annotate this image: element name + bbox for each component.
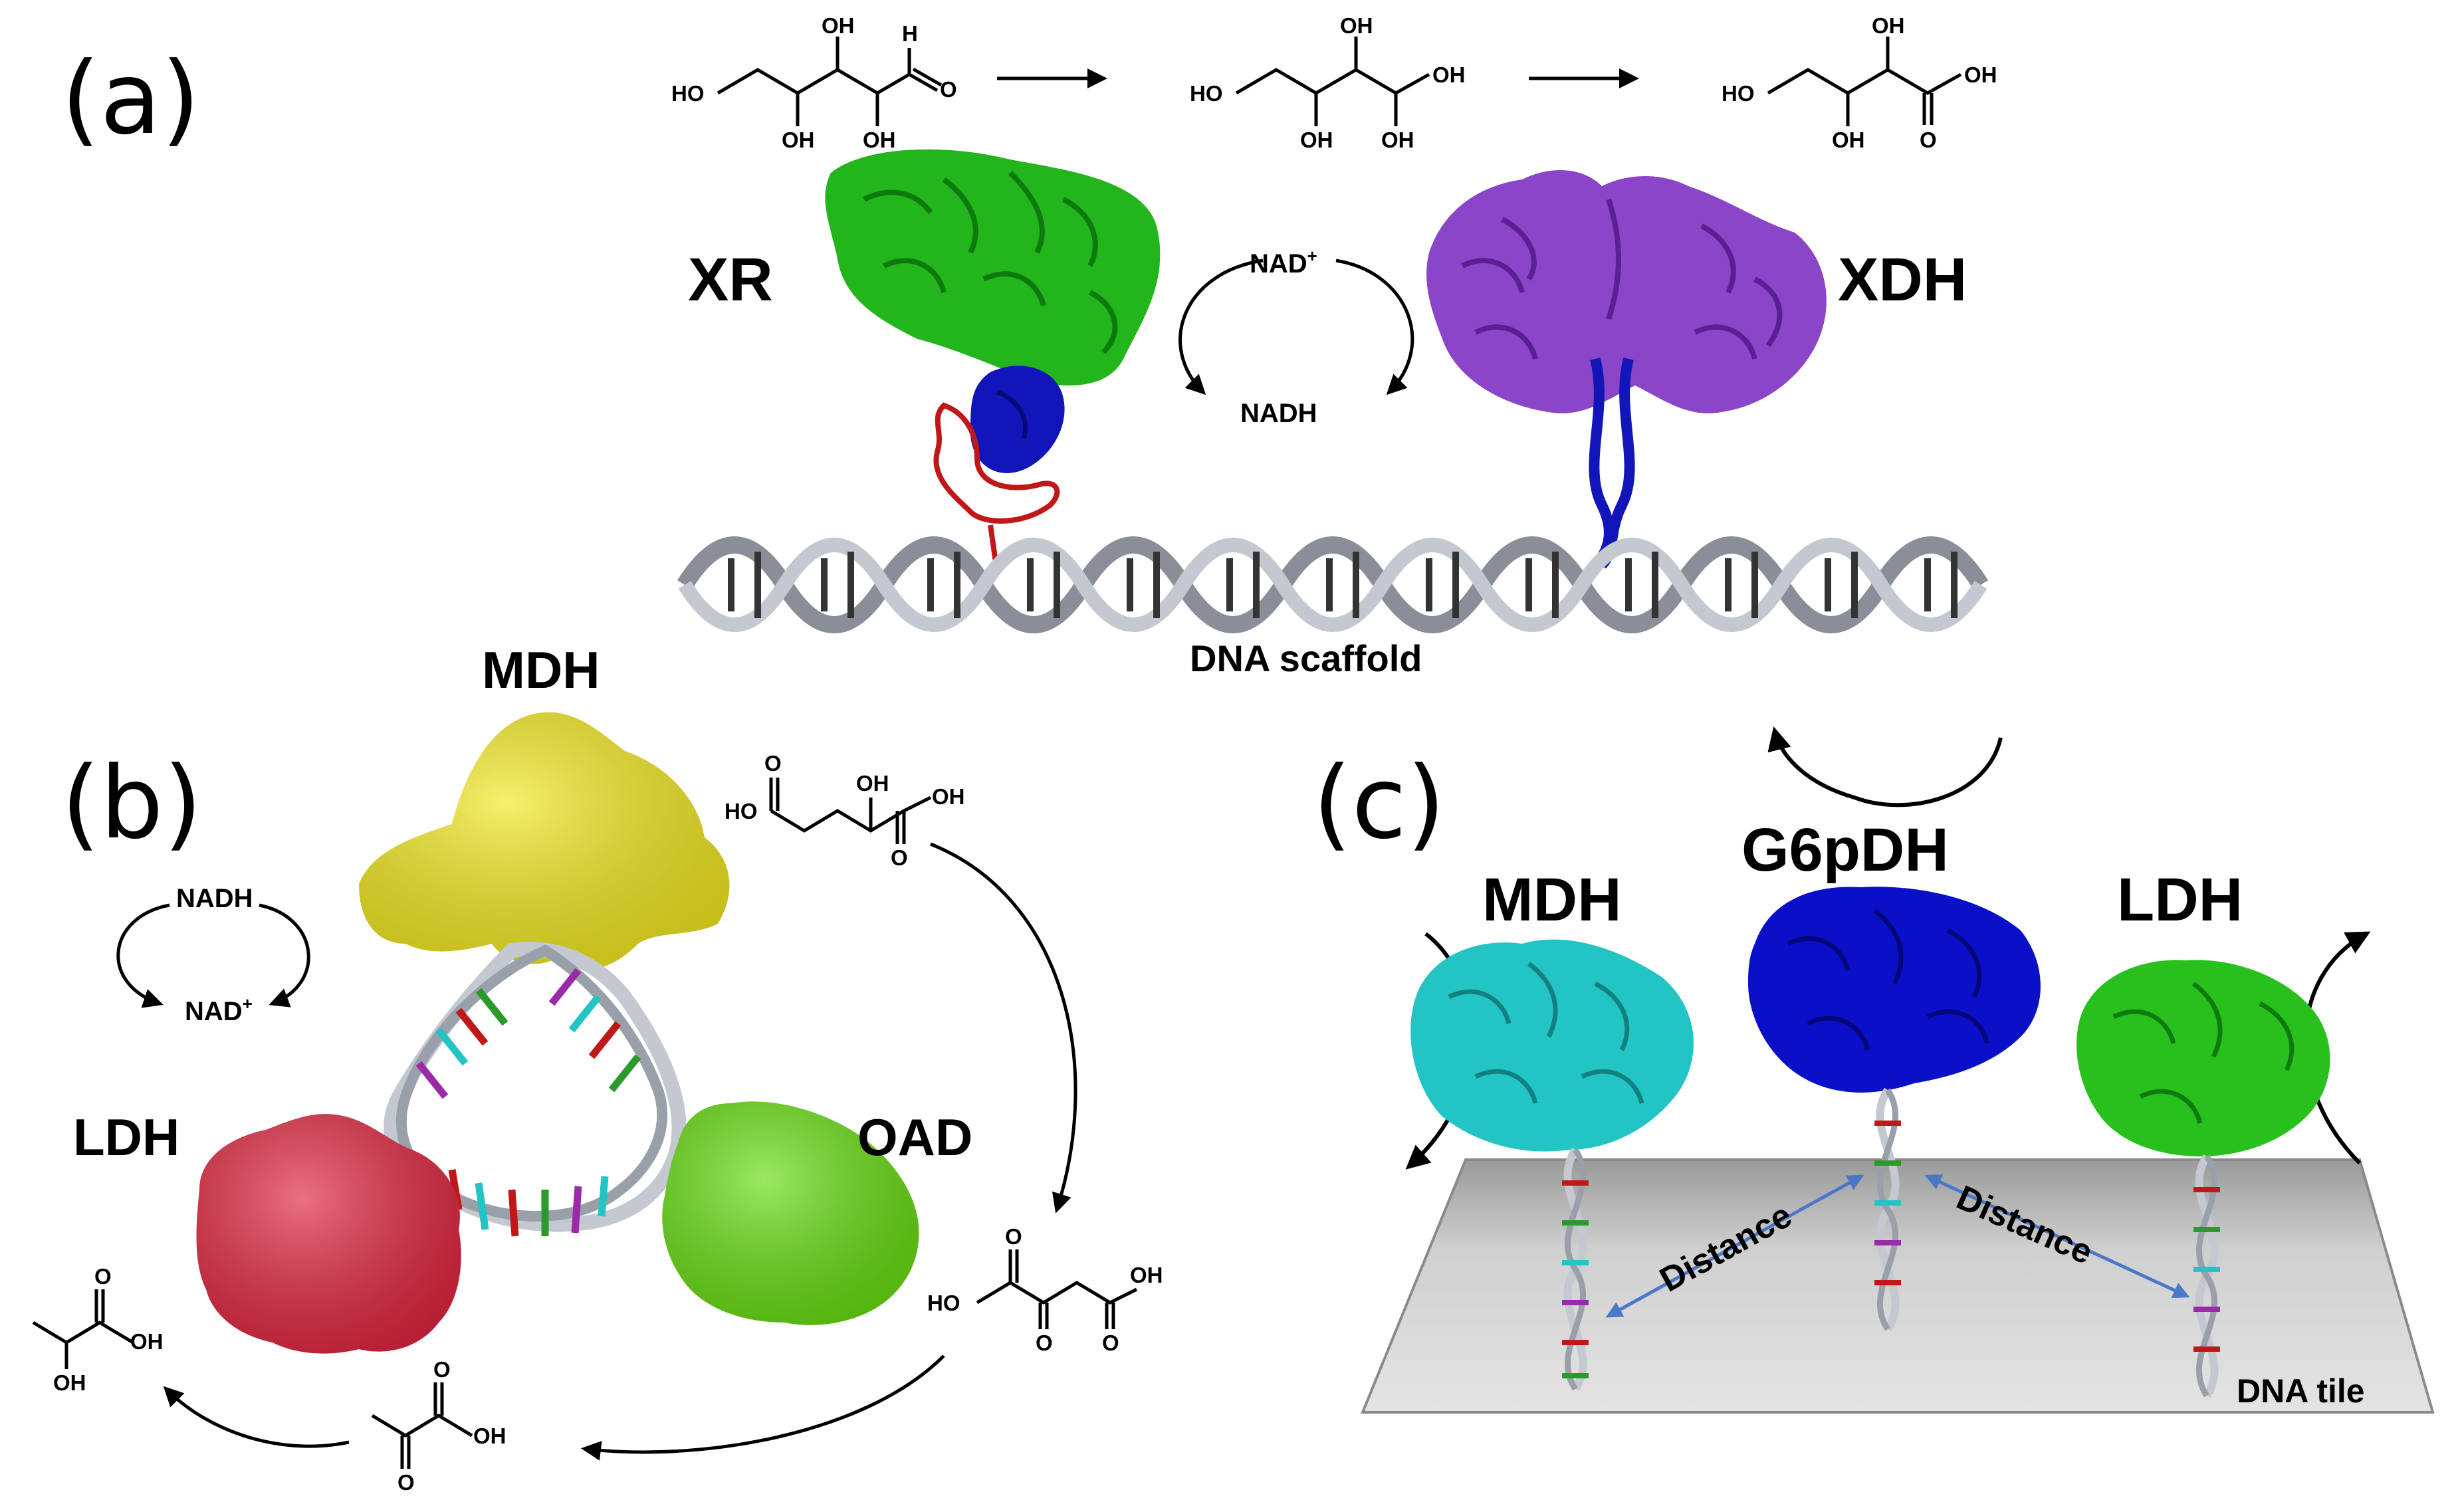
nadh-label-b: NADH — [176, 884, 253, 913]
malate-ho: HO — [725, 799, 758, 823]
xylulose-oh-b1: OH — [1832, 128, 1865, 152]
xylitol-structure — [1235, 37, 1430, 126]
xylose-oh-b1: OH — [782, 128, 815, 152]
mdh-surface — [359, 712, 730, 969]
xylulose-oh-top: OH — [1872, 13, 1905, 38]
xylitol-oh-b1: OH — [1300, 128, 1333, 152]
cycle-b-right-arrow — [259, 903, 310, 1008]
cycle-b-left-arrow — [116, 903, 170, 1008]
malate-o2: O — [891, 845, 908, 870]
oxaloacetate-o1: O — [1005, 1224, 1022, 1249]
lactate-structure — [32, 1289, 134, 1369]
xylose-h: H — [902, 21, 918, 46]
mdh-label-b: MDH — [482, 641, 600, 699]
malate-o1: O — [764, 751, 782, 776]
ldh-label-c: LDH — [2117, 866, 2243, 934]
nad-plus-label-b: NAD+ — [185, 994, 253, 1026]
pyruvate-structure — [371, 1382, 473, 1469]
xylitol-ho: HO — [1190, 81, 1223, 106]
pyruvate-o1: O — [433, 1357, 451, 1382]
xylose-structure — [717, 37, 943, 126]
xylulose-structure — [1767, 37, 1962, 126]
panel-b: (b) MDH LDH — [32, 641, 1163, 1495]
panel-c: (c) DNA tile MDH G6pDH LDH — [1313, 726, 2435, 1414]
lactate-oh-right: OH — [130, 1329, 164, 1354]
malate-oh-right: OH — [932, 784, 965, 809]
panel-a-label: (a) — [61, 41, 200, 157]
xylose-oh-top: OH — [822, 13, 855, 38]
xylitol-oh-right: OH — [1432, 62, 1466, 87]
dna-scaffold — [677, 536, 1989, 633]
panel-a: (a) HO OH H OH OH O HO OH OH OH OH — [61, 13, 1997, 679]
xylulose-o: O — [1920, 128, 1937, 152]
lactate-o: O — [94, 1264, 112, 1289]
oxaloacetate-structure — [976, 1249, 1138, 1329]
nad-plus-label: NAD+ — [1250, 246, 1317, 278]
cofactor-cycle-right-arrow — [1335, 259, 1414, 395]
dna-triangle — [384, 942, 687, 1237]
xylose-ho: HO — [671, 81, 705, 106]
xylulose-ho: HO — [1722, 81, 1755, 106]
g6pdh-label-c: G6pDH — [1741, 816, 1949, 884]
dna-scaffold-label: DNA scaffold — [1190, 637, 1422, 679]
oxaloacetate-ho: HO — [927, 1291, 960, 1315]
xr-label: XR — [688, 246, 773, 314]
oxaloacetate-to-pyruvate-arrow — [581, 1354, 945, 1461]
xylitol-oh-top: OH — [1340, 13, 1373, 38]
xylose-o: O — [940, 77, 957, 102]
xylose-oh-b2: OH — [863, 128, 896, 152]
dna-tile-label: DNA tile — [2237, 1372, 2365, 1410]
pyruvate-oh: OH — [473, 1424, 506, 1448]
malate-structure — [769, 778, 932, 844]
malate-oh-top: OH — [856, 771, 889, 796]
distance-arrow-left — [1605, 1174, 1864, 1318]
xylulose-oh-right: OH — [1964, 62, 1997, 87]
xylitol-oh-b2: OH — [1381, 128, 1414, 152]
g6pdh-protein-c — [1748, 887, 2041, 1093]
oad-surface — [662, 1101, 919, 1325]
oxaloacetate-oh: OH — [1130, 1263, 1163, 1287]
panel-b-label: (b) — [61, 746, 202, 861]
oxaloacetate-o2: O — [1036, 1331, 1053, 1355]
xr-protein — [825, 149, 1161, 572]
g6pdh-cycle-arrow — [1767, 726, 2003, 807]
ldh-label-b: LDH — [73, 1108, 179, 1166]
cofactor-cycle-left-arrow — [1178, 259, 1264, 395]
pyruvate-o2: O — [397, 1470, 415, 1495]
ldh-protein-c — [2076, 960, 2330, 1156]
dna-helix-center — [1874, 1087, 1901, 1332]
mdh-protein-c — [1410, 939, 1694, 1152]
nadh-label: NADH — [1240, 399, 1317, 428]
xdh-protein — [1426, 170, 1827, 569]
panel-c-label: (c) — [1313, 746, 1446, 861]
dna-helix-left — [1562, 1147, 1589, 1392]
pyruvate-to-lactate-arrow — [163, 1386, 350, 1448]
malate-to-oxaloacetate-arrow — [930, 842, 1077, 1214]
oxaloacetate-o3: O — [1102, 1331, 1119, 1355]
oad-label-b: OAD — [857, 1108, 972, 1166]
ldh-surface — [196, 1114, 461, 1354]
dna-helix-right — [2193, 1154, 2220, 1398]
xdh-label: XDH — [1838, 246, 1967, 314]
mdh-label-c: MDH — [1482, 866, 1622, 934]
lactate-oh-bottom: OH — [53, 1370, 86, 1395]
distance-arrow-right — [1924, 1174, 2190, 1298]
